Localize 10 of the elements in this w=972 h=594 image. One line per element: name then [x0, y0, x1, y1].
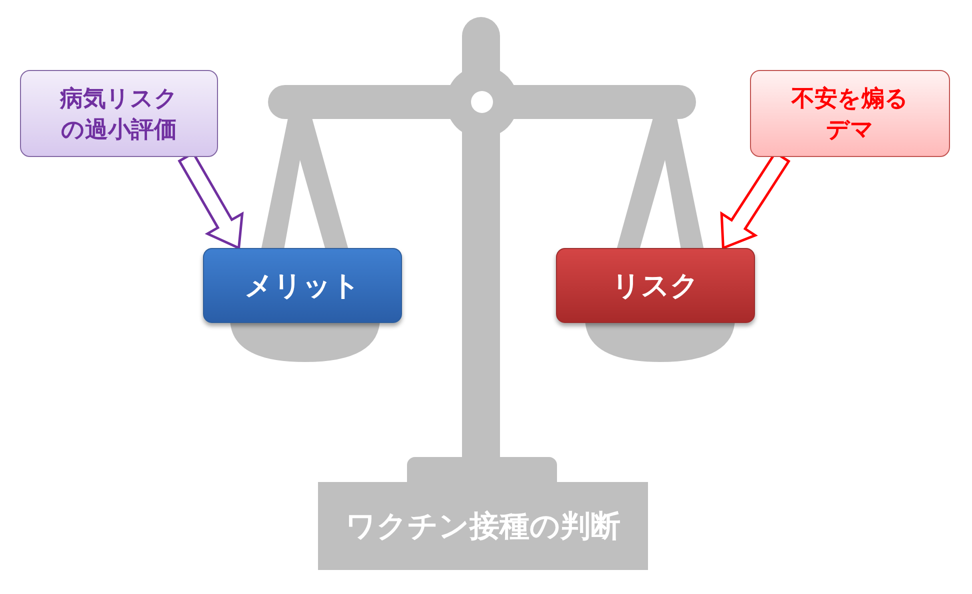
box-label: リスク — [612, 268, 699, 304]
box-label: メリット — [244, 268, 360, 304]
pan-label-box — [203, 248, 402, 323]
scale-base — [318, 482, 648, 570]
callout-box — [20, 70, 218, 157]
box-label: 不安を煽るデマ — [791, 84, 909, 144]
box-label: ワクチン接種の判断 — [346, 508, 620, 546]
box-label: 病気リスクの過小評価 — [58, 84, 179, 144]
pan-label-box — [556, 248, 755, 323]
callout-box — [750, 70, 950, 157]
